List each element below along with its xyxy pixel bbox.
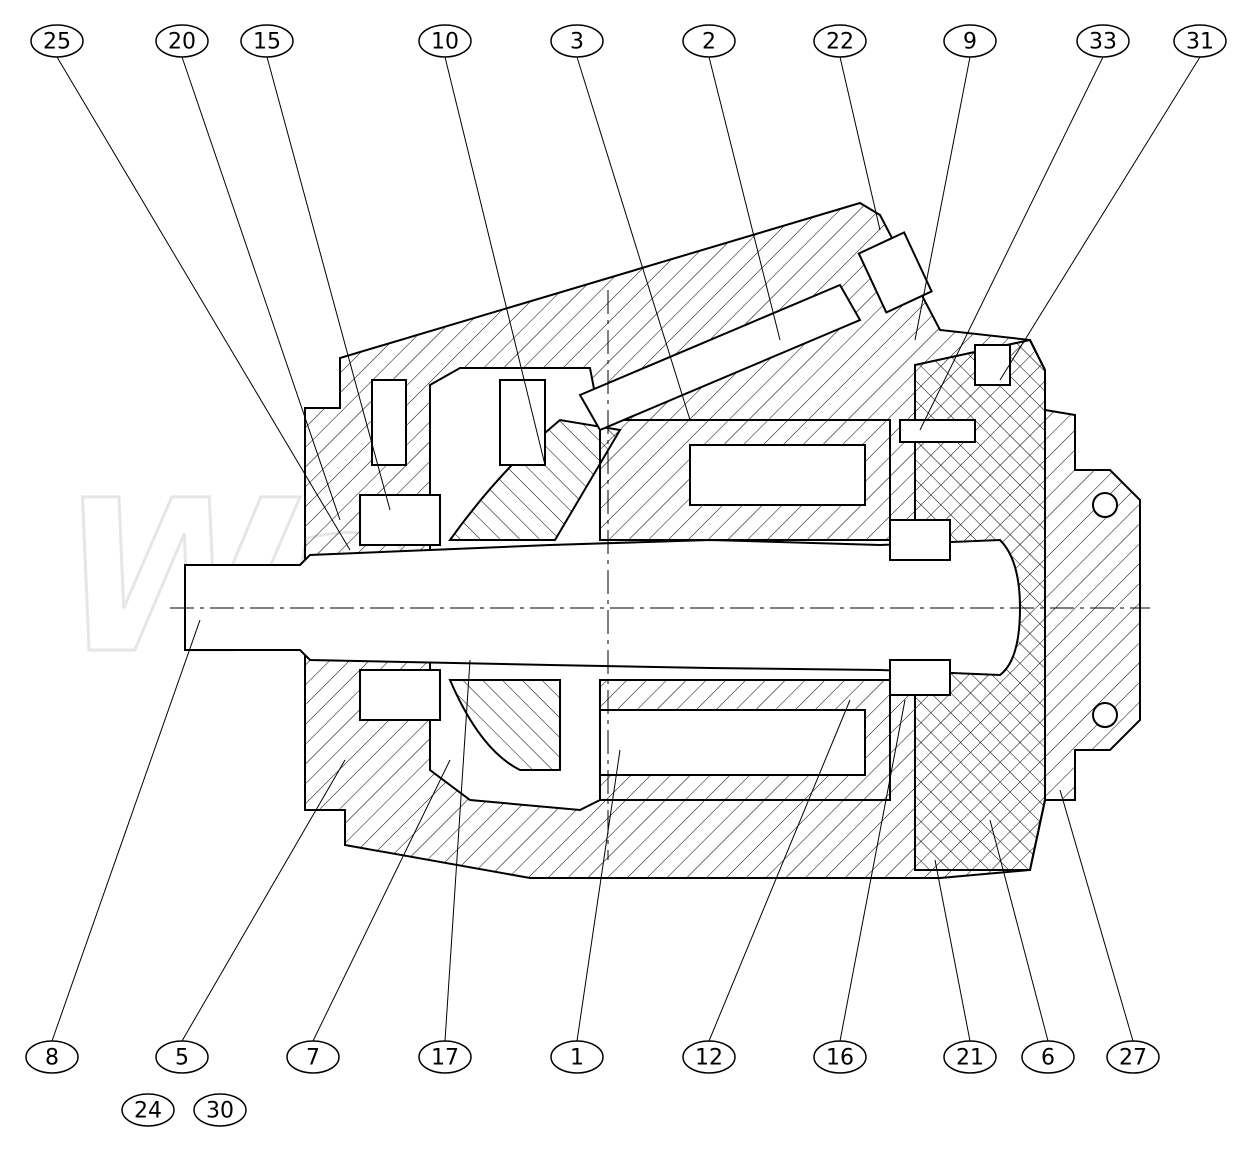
- callout-5: 5: [155, 1040, 209, 1074]
- callout-number: 10: [431, 30, 459, 55]
- leader-line-8: [51, 619, 201, 1042]
- callout-31: 31: [1173, 24, 1227, 58]
- callout-bubble: [813, 24, 867, 58]
- leader-line-5: [181, 759, 346, 1042]
- callout-number: 30: [206, 1099, 234, 1124]
- callout-7: 7: [286, 1040, 340, 1074]
- callout-bubble: [155, 1040, 209, 1074]
- callout-20: 20: [155, 24, 209, 58]
- leader-lines: [51, 56, 1201, 1042]
- callout-number: 6: [1041, 1046, 1055, 1071]
- callout-number: 22: [826, 30, 854, 55]
- callout-bubble: [1173, 24, 1227, 58]
- callout-number: 21: [956, 1046, 984, 1071]
- callout-22: 22: [813, 24, 867, 58]
- callout-number: 20: [168, 30, 196, 55]
- callout-number: 5: [175, 1046, 189, 1071]
- callout-bubble: [240, 24, 294, 58]
- leader-line-22: [839, 56, 881, 231]
- leader-line-10: [444, 56, 546, 466]
- leader-line-15: [266, 56, 391, 511]
- callout-1: 1: [550, 1040, 604, 1074]
- callout-number: 7: [306, 1046, 320, 1071]
- callout-2: 2: [682, 24, 736, 58]
- callout-number: 3: [570, 30, 584, 55]
- callout-number: 8: [45, 1046, 59, 1071]
- callout-3: 3: [550, 24, 604, 58]
- callout-bubble: [943, 24, 997, 58]
- leader-line-16: [839, 699, 906, 1042]
- callout-bubble: [682, 24, 736, 58]
- leader-line-9: [914, 56, 971, 341]
- callout-number: 1: [570, 1046, 584, 1071]
- callout-number: 25: [43, 30, 71, 55]
- callout-number: 17: [431, 1046, 459, 1071]
- callout-bubble: [418, 24, 472, 58]
- callout-bubble: [550, 1040, 604, 1074]
- leader-line-25: [56, 56, 351, 551]
- leader-line-6: [989, 819, 1049, 1042]
- callout-number: 9: [963, 30, 977, 55]
- leader-line-3: [576, 56, 691, 421]
- leader-line-17: [444, 659, 471, 1042]
- callout-number: 16: [826, 1046, 854, 1071]
- callout-bubble: [418, 1040, 472, 1074]
- callout-number: 24: [134, 1099, 162, 1124]
- leader-line-2: [708, 56, 781, 341]
- callout-bubble: [30, 24, 84, 58]
- leader-line-31: [999, 56, 1201, 381]
- callout-bubble: [121, 1093, 175, 1127]
- callout-bubble: [1106, 1040, 1160, 1074]
- callout-27: 27: [1106, 1040, 1160, 1074]
- leader-line-20: [181, 56, 341, 521]
- callout-bubble: [1021, 1040, 1075, 1074]
- leader-line-27: [1059, 789, 1134, 1042]
- callout-25: 25: [30, 24, 84, 58]
- callout-bubble: [1076, 24, 1130, 58]
- callout-number: 27: [1119, 1046, 1147, 1071]
- callout-number: 2: [702, 30, 716, 55]
- callout-number: 33: [1089, 30, 1117, 55]
- leader-line-21: [934, 859, 971, 1042]
- callout-12: 12: [682, 1040, 736, 1074]
- callout-number: 12: [695, 1046, 723, 1071]
- callout-33: 33: [1076, 24, 1130, 58]
- callout-bubble: [813, 1040, 867, 1074]
- callout-number: 15: [253, 30, 281, 55]
- callout-21: 21: [943, 1040, 997, 1074]
- callout-bubble: [193, 1093, 247, 1127]
- leader-line-1: [576, 749, 621, 1042]
- callout-16: 16: [813, 1040, 867, 1074]
- callout-15: 15: [240, 24, 294, 58]
- leader-line-7: [312, 759, 451, 1042]
- callout-bubble: [943, 1040, 997, 1074]
- callout-bubble: [550, 24, 604, 58]
- callout-bubble: [155, 24, 209, 58]
- callout-bubble: [682, 1040, 736, 1074]
- callout-6: 6: [1021, 1040, 1075, 1074]
- leader-line-33: [919, 56, 1104, 431]
- callout-number: 31: [1186, 30, 1214, 55]
- callout-8: 8: [25, 1040, 79, 1074]
- callout-bubble: [286, 1040, 340, 1074]
- pump-housing: [184, 201, 1141, 879]
- callout-10: 10: [418, 24, 472, 58]
- callout-17: 17: [418, 1040, 472, 1074]
- callout-bubble: [25, 1040, 79, 1074]
- callout-30: 30: [193, 1093, 247, 1127]
- callout-9: 9: [943, 24, 997, 58]
- leader-line-12: [708, 699, 851, 1042]
- center-lines: [170, 290, 1150, 860]
- callout-24: 24: [121, 1093, 175, 1127]
